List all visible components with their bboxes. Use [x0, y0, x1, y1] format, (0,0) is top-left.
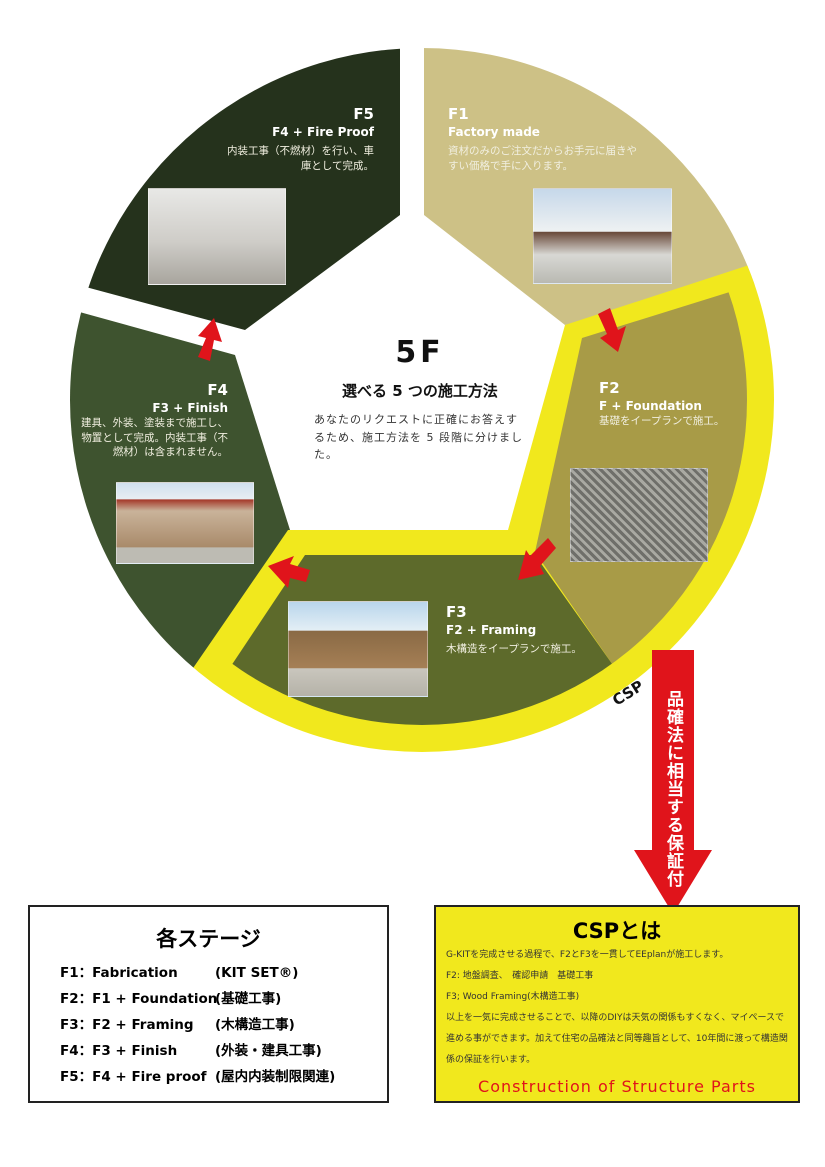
- stage-row-label: F5：F4 + Fire proof: [60, 1069, 207, 1085]
- csp-box: CSPとは G-KITを完成させる過程で、F2とF3を一貫してEEplanが施工…: [434, 905, 800, 1103]
- center-title: 5F: [395, 335, 445, 370]
- photo-f1-trucks: [533, 188, 672, 284]
- stage-row-note: (外装・建具工事): [215, 1043, 322, 1059]
- stage-f2: F2 F + Foundation 基礎をイープランで施工。: [599, 378, 749, 429]
- stage-f3-name: F2 + Framing: [446, 623, 537, 638]
- stages-box-title: 各ステージ: [156, 927, 261, 951]
- stage-row-note: (木構造工事): [215, 1017, 295, 1033]
- stage-f4-id: F4: [207, 381, 228, 399]
- stage-f4-desc: 建具、外装、塗装まで施工し、物置として完成。内装工事（不燃材）は含まれません。: [81, 417, 228, 458]
- stage-f3-id: F3: [446, 603, 467, 621]
- stage-row-note: (基礎工事): [215, 991, 282, 1007]
- stage-f4: F4 F3 + Finish 建具、外装、塗装まで施工し、物置として完成。内装工…: [76, 380, 228, 459]
- stage-row: F4：F3 + Finish (外装・建具工事): [60, 1039, 387, 1059]
- stage-f5-desc: 内装工事（不燃材）を行い、車庫として完成。: [227, 145, 374, 172]
- stage-f5-name: F4 + Fire Proof: [272, 125, 374, 140]
- arrow-f4-f5: [198, 318, 222, 361]
- csp-line: F3; Wood Framing(木構造工事): [446, 992, 580, 1002]
- csp-box-title: CSPとは: [572, 919, 662, 943]
- stage-row-label: F2：F1 + Foundation: [60, 991, 218, 1007]
- stage-f2-name: F + Foundation: [599, 399, 702, 414]
- center-intro: 5F 選べる 5 つの施工方法 あなたのリクエストに正確にお答えするため、施工方…: [300, 335, 540, 464]
- stage-f3: F3 F2 + Framing 木構造をイープランで施工。: [446, 602, 586, 657]
- stage-row: F5：F4 + Fire proof (屋内内装制限関連): [60, 1065, 387, 1085]
- stage-f2-id: F2: [599, 379, 620, 397]
- csp-line: 以上を一気に完成させることで、以降のDIYは天気の関係もすくなく、マイペースで進…: [446, 1013, 788, 1065]
- center-desc: あなたのリクエストに正確にお答えするため、施工方法を 5 段階に分けました。: [314, 413, 523, 462]
- stage-f1-desc: 資材のみのご注文だからお手元に届きやすい価格で手に入ります。: [448, 145, 637, 172]
- photo-f5-garage-interior: [148, 188, 286, 285]
- stage-row-label: F4：F3 + Finish: [60, 1043, 178, 1059]
- csp-line: F2: 地盤調査、 確認申請 基礎工事: [446, 971, 594, 981]
- stage-row-label: F1：Fabrication: [60, 965, 178, 981]
- guarantee-arrow: [634, 650, 712, 914]
- stage-f1-id: F1: [448, 105, 469, 123]
- center-subtitle: 選べる 5 つの施工方法: [342, 382, 498, 400]
- stage-row-note: (屋内内装制限関連): [215, 1069, 336, 1085]
- csp-footer: Construction of Structure Parts: [478, 1077, 756, 1096]
- photo-f4-finished-shed: [116, 482, 254, 564]
- photo-f2-foundation: [570, 468, 708, 562]
- stage-row: F3：F2 + Framing (木構造工事): [60, 1013, 387, 1033]
- csp-line: G-KITを完成させる過程で、F2とF3を一貫してEEplanが施工します。: [446, 950, 729, 960]
- guarantee-label: 品確法に相当する保証付: [663, 690, 683, 888]
- stage-row: F1：Fabrication (KIT SET®): [60, 961, 387, 981]
- stage-f1-name: Factory made: [448, 125, 540, 140]
- stage-f5: F5 F4 + Fire Proof 内装工事（不燃材）を行い、車庫として完成。: [200, 104, 374, 173]
- stage-f3-desc: 木構造をイープランで施工。: [446, 643, 582, 656]
- stage-f1: F1 Factory made 資材のみのご注文だからお手元に届きやすい価格で手…: [448, 104, 643, 173]
- stage-f2-desc: 基礎をイープランで施工。: [599, 415, 725, 428]
- stage-row-note: (KIT SET®): [215, 965, 299, 981]
- arrow-f2-f3: [518, 538, 556, 580]
- stage-f5-id: F5: [353, 105, 374, 123]
- stages-box: 各ステージ F1：Fabrication (KIT SET®) F2：F1 + F…: [28, 905, 389, 1103]
- stage-f4-name: F3 + Finish: [152, 401, 228, 416]
- arrow-f3-f4: [268, 556, 310, 588]
- stage-row: F2：F1 + Foundation(基礎工事): [60, 987, 387, 1007]
- photo-f3-framing: [288, 601, 428, 697]
- arrow-f1-f2: [598, 308, 626, 352]
- stage-row-label: F3：F2 + Framing: [60, 1017, 194, 1033]
